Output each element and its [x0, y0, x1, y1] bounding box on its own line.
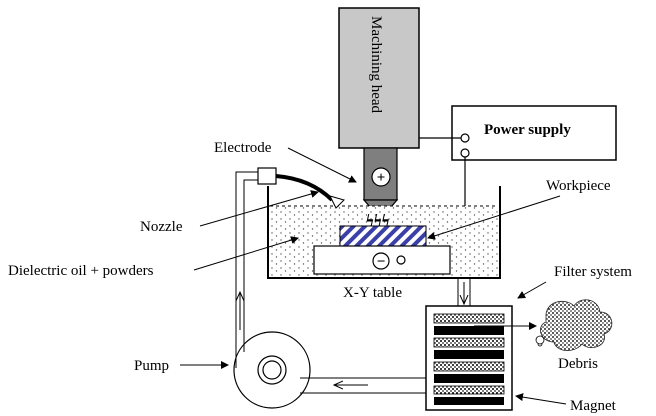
- power-terminal-top-icon: [460, 133, 470, 143]
- table-terminal-icon: [396, 255, 406, 265]
- power-supply: Power supply: [451, 105, 617, 161]
- xy-table: −: [313, 245, 451, 275]
- debris-label: Debris: [558, 356, 598, 372]
- magnet-label: Magnet: [570, 398, 617, 414]
- filter-system: [425, 305, 513, 411]
- machining-head: Machining head: [338, 7, 420, 149]
- xy-table-label: X-Y table: [343, 285, 402, 301]
- electrode-leader: [287, 147, 357, 183]
- dielectric-label: Dielectric oil + powders: [8, 263, 154, 279]
- spark-icon: ϟϟϟ: [366, 211, 390, 230]
- pump-label: Pump: [134, 358, 169, 374]
- plus-sign: +: [377, 170, 386, 186]
- electrode-label: Electrode: [214, 140, 272, 156]
- filter-system-label: Filter system: [554, 264, 632, 280]
- nozzle-leader: [199, 190, 319, 227]
- dielectric-leader: [193, 236, 299, 271]
- return-pipe: [300, 377, 426, 394]
- workpiece-leader: [427, 195, 561, 240]
- debris-cloud-icon: [535, 299, 613, 351]
- drain-pipe: [457, 278, 471, 308]
- pump: [233, 331, 311, 409]
- supply-pipe: [235, 171, 258, 368]
- positive-terminal-icon: [371, 167, 391, 187]
- nozzle-label: Nozzle: [140, 219, 183, 235]
- electrode: +: [362, 147, 399, 208]
- filter-system-leader: [517, 281, 547, 299]
- nozzle: [257, 167, 345, 209]
- negative-terminal-icon: [372, 252, 390, 270]
- workpiece: [339, 225, 427, 247]
- power-supply-label: Power supply: [484, 122, 571, 138]
- minus-sign: −: [377, 254, 386, 270]
- power-terminal-bottom-icon: [460, 148, 470, 158]
- magnet-leader: [515, 393, 567, 405]
- workpiece-label: Workpiece: [546, 178, 611, 194]
- machining-head-label: Machining head: [368, 16, 384, 114]
